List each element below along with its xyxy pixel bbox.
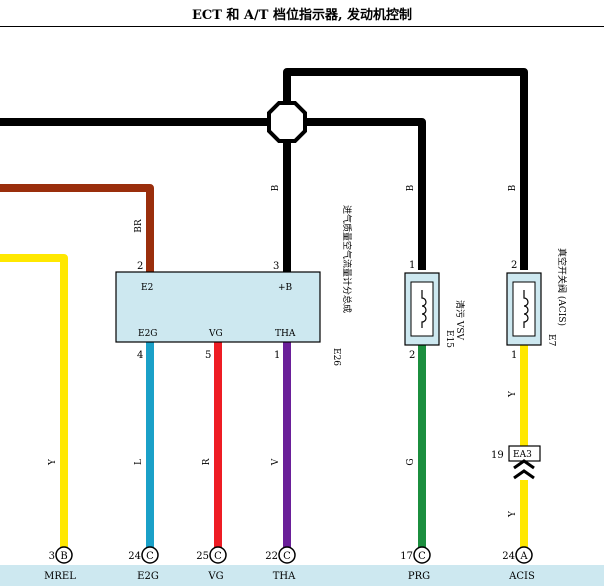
connector-chevron-icon: [513, 459, 535, 480]
brown-wire: [0, 184, 154, 272]
title-rule: [0, 26, 604, 27]
pin-e15-1: 1: [409, 260, 415, 271]
bottom-conn-mrel: B: [60, 551, 67, 562]
black-wire-loop: [283, 68, 528, 270]
signal-vg: VG: [207, 571, 223, 582]
wire-label-br: BR: [134, 219, 144, 233]
bottom-pin-vg: 25: [196, 551, 209, 562]
e26-terminal-tha: THA: [275, 329, 296, 339]
e7-component: [506, 272, 542, 346]
bottom-conn-vg: C: [214, 551, 222, 562]
bottom-pin-e2g: 24: [128, 551, 141, 562]
e26-terminal-e2: E2: [141, 283, 153, 293]
signal-prg: PRG: [408, 571, 430, 582]
terminal-circle-mrel: [55, 546, 73, 564]
bottom-conn-acis: A: [519, 551, 528, 562]
e7-coil-icon: [523, 290, 529, 328]
black-wire-e15: [304, 118, 426, 270]
pin-e26-5: 5: [205, 350, 211, 361]
terminal-circle-e2g: [141, 546, 159, 564]
wire-label-b-e7: B: [508, 184, 518, 191]
e26-component: [115, 271, 321, 343]
signal-e2g: E2G: [137, 571, 159, 582]
signal-tha: THA: [273, 571, 296, 582]
e7-name: 真空开关阀 (ACIS): [556, 248, 568, 326]
bottom-pin-tha: 22: [265, 551, 278, 562]
e26-name: 进气质量空气流量计分总成: [341, 205, 353, 313]
yellow-wire-mrel: [0, 254, 68, 548]
wire-label-b-e15: B: [406, 184, 416, 191]
bottom-pin-acis: 24: [502, 551, 515, 562]
e26-terminal-plusb: +B: [278, 283, 293, 293]
wire-label-l: L: [134, 459, 144, 465]
pin-e7-2: 2: [511, 260, 517, 271]
connector-ea3: [508, 445, 541, 480]
wire-label-y-mrel: Y: [48, 458, 58, 466]
pin-ea3-19: 19: [491, 450, 504, 461]
wire-label-r: R: [202, 458, 212, 465]
wire-label-g: G: [406, 458, 416, 465]
black-wire-group: [0, 68, 528, 272]
e26-terminal-vg: VG: [208, 329, 223, 339]
bottom-conn-e2g: C: [146, 551, 154, 562]
terminal-circle-prg: [413, 546, 431, 564]
terminal-circle-acis: [515, 546, 533, 564]
pin-e26-2: 2: [137, 261, 143, 272]
pin-e7-1: 1: [511, 350, 517, 361]
wire-label-v: V: [271, 458, 281, 466]
bottom-conn-prg: C: [418, 551, 426, 562]
wire-label-y-acis-upper: Y: [508, 390, 518, 398]
ecu-band: [0, 565, 604, 586]
diagram-title: ECT 和 A/T 档位指示器, 发动机控制: [191, 8, 413, 23]
e7-ref: E7: [546, 334, 556, 347]
terminal-circle-tha: [278, 546, 296, 564]
bottom-pin-prg: 17: [400, 551, 413, 562]
signal-acis: ACIS: [508, 571, 535, 582]
terminal-circles: [55, 546, 533, 564]
bottom-conn-tha: C: [283, 551, 291, 562]
pin-e26-1: 1: [274, 350, 280, 361]
e15-name: 清污 VSV: [454, 300, 466, 341]
pin-e26-4: 4: [137, 350, 143, 361]
wire-label-b-e26: B: [271, 184, 281, 191]
splice-point: [267, 101, 307, 143]
e26-ref: E26: [331, 348, 341, 366]
e15-component: [404, 272, 440, 346]
e15-coil-icon: [421, 290, 427, 328]
e26-terminal-e2g: E2G: [138, 329, 158, 339]
ea3-label: EA3: [513, 450, 532, 460]
pin-e15-2: 2: [409, 350, 415, 361]
pin-e26-3: 3: [273, 261, 279, 272]
e15-ref: E15: [444, 330, 454, 348]
wire-label-y-acis-lower: Y: [508, 510, 518, 518]
signal-mrel: MREL: [44, 571, 76, 582]
bottom-pin-mrel: 3: [49, 551, 55, 562]
terminal-circle-vg: [209, 546, 227, 564]
